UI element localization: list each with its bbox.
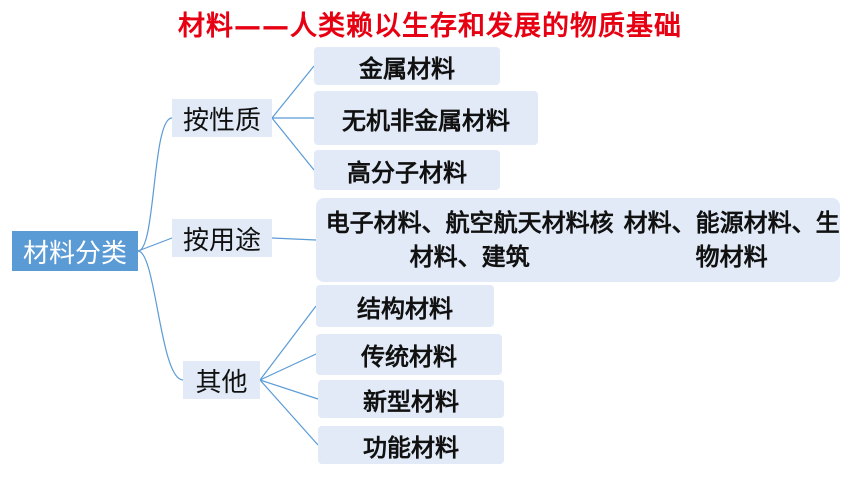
connector-other-leaf-1	[259, 305, 317, 381]
leaf-polymer-materials: 高分子材料	[314, 150, 500, 190]
leaf-structural-materials: 结构材料	[316, 285, 494, 327]
branch-by-property: 按性质	[172, 99, 272, 137]
connector-root-property	[137, 117, 173, 252]
connector-root-use	[137, 237, 173, 252]
leaf-new-materials: 新型材料	[318, 380, 504, 418]
branch-other: 其他	[183, 361, 260, 399]
branch-by-use: 按用途	[172, 219, 272, 257]
connector-other-leaf-4	[259, 379, 319, 446]
leaf-functional-materials: 功能材料	[318, 426, 504, 464]
connector-other-leaf-2	[259, 353, 317, 381]
connector-property-leaf-3	[271, 117, 315, 171]
connector-use-leaf-1	[271, 237, 317, 241]
leaf-traditional-materials: 传统材料	[316, 334, 502, 375]
page-title: 材料——人类赖以生存和发展的物质基础	[178, 11, 682, 42]
leaf-use-materials-line-2: 材料、能源材料、生物材料	[623, 209, 840, 271]
leaf-inorganic-nonmetal-materials: 无机非金属材料	[314, 91, 538, 145]
leaf-use-materials-line-1: 电子材料、航空航天材料核材料、建筑	[325, 209, 614, 271]
leaf-use-materials: 电子材料、航空航天材料核材料、建筑 材料、能源材料、生物材料	[316, 198, 840, 282]
connector-other-leaf-3	[259, 379, 319, 400]
leaf-metal-materials: 金属材料	[314, 47, 500, 85]
connector-root-other	[137, 250, 184, 381]
connector-property-leaf-1	[271, 65, 315, 119]
root-node: 材料分类	[12, 231, 138, 271]
